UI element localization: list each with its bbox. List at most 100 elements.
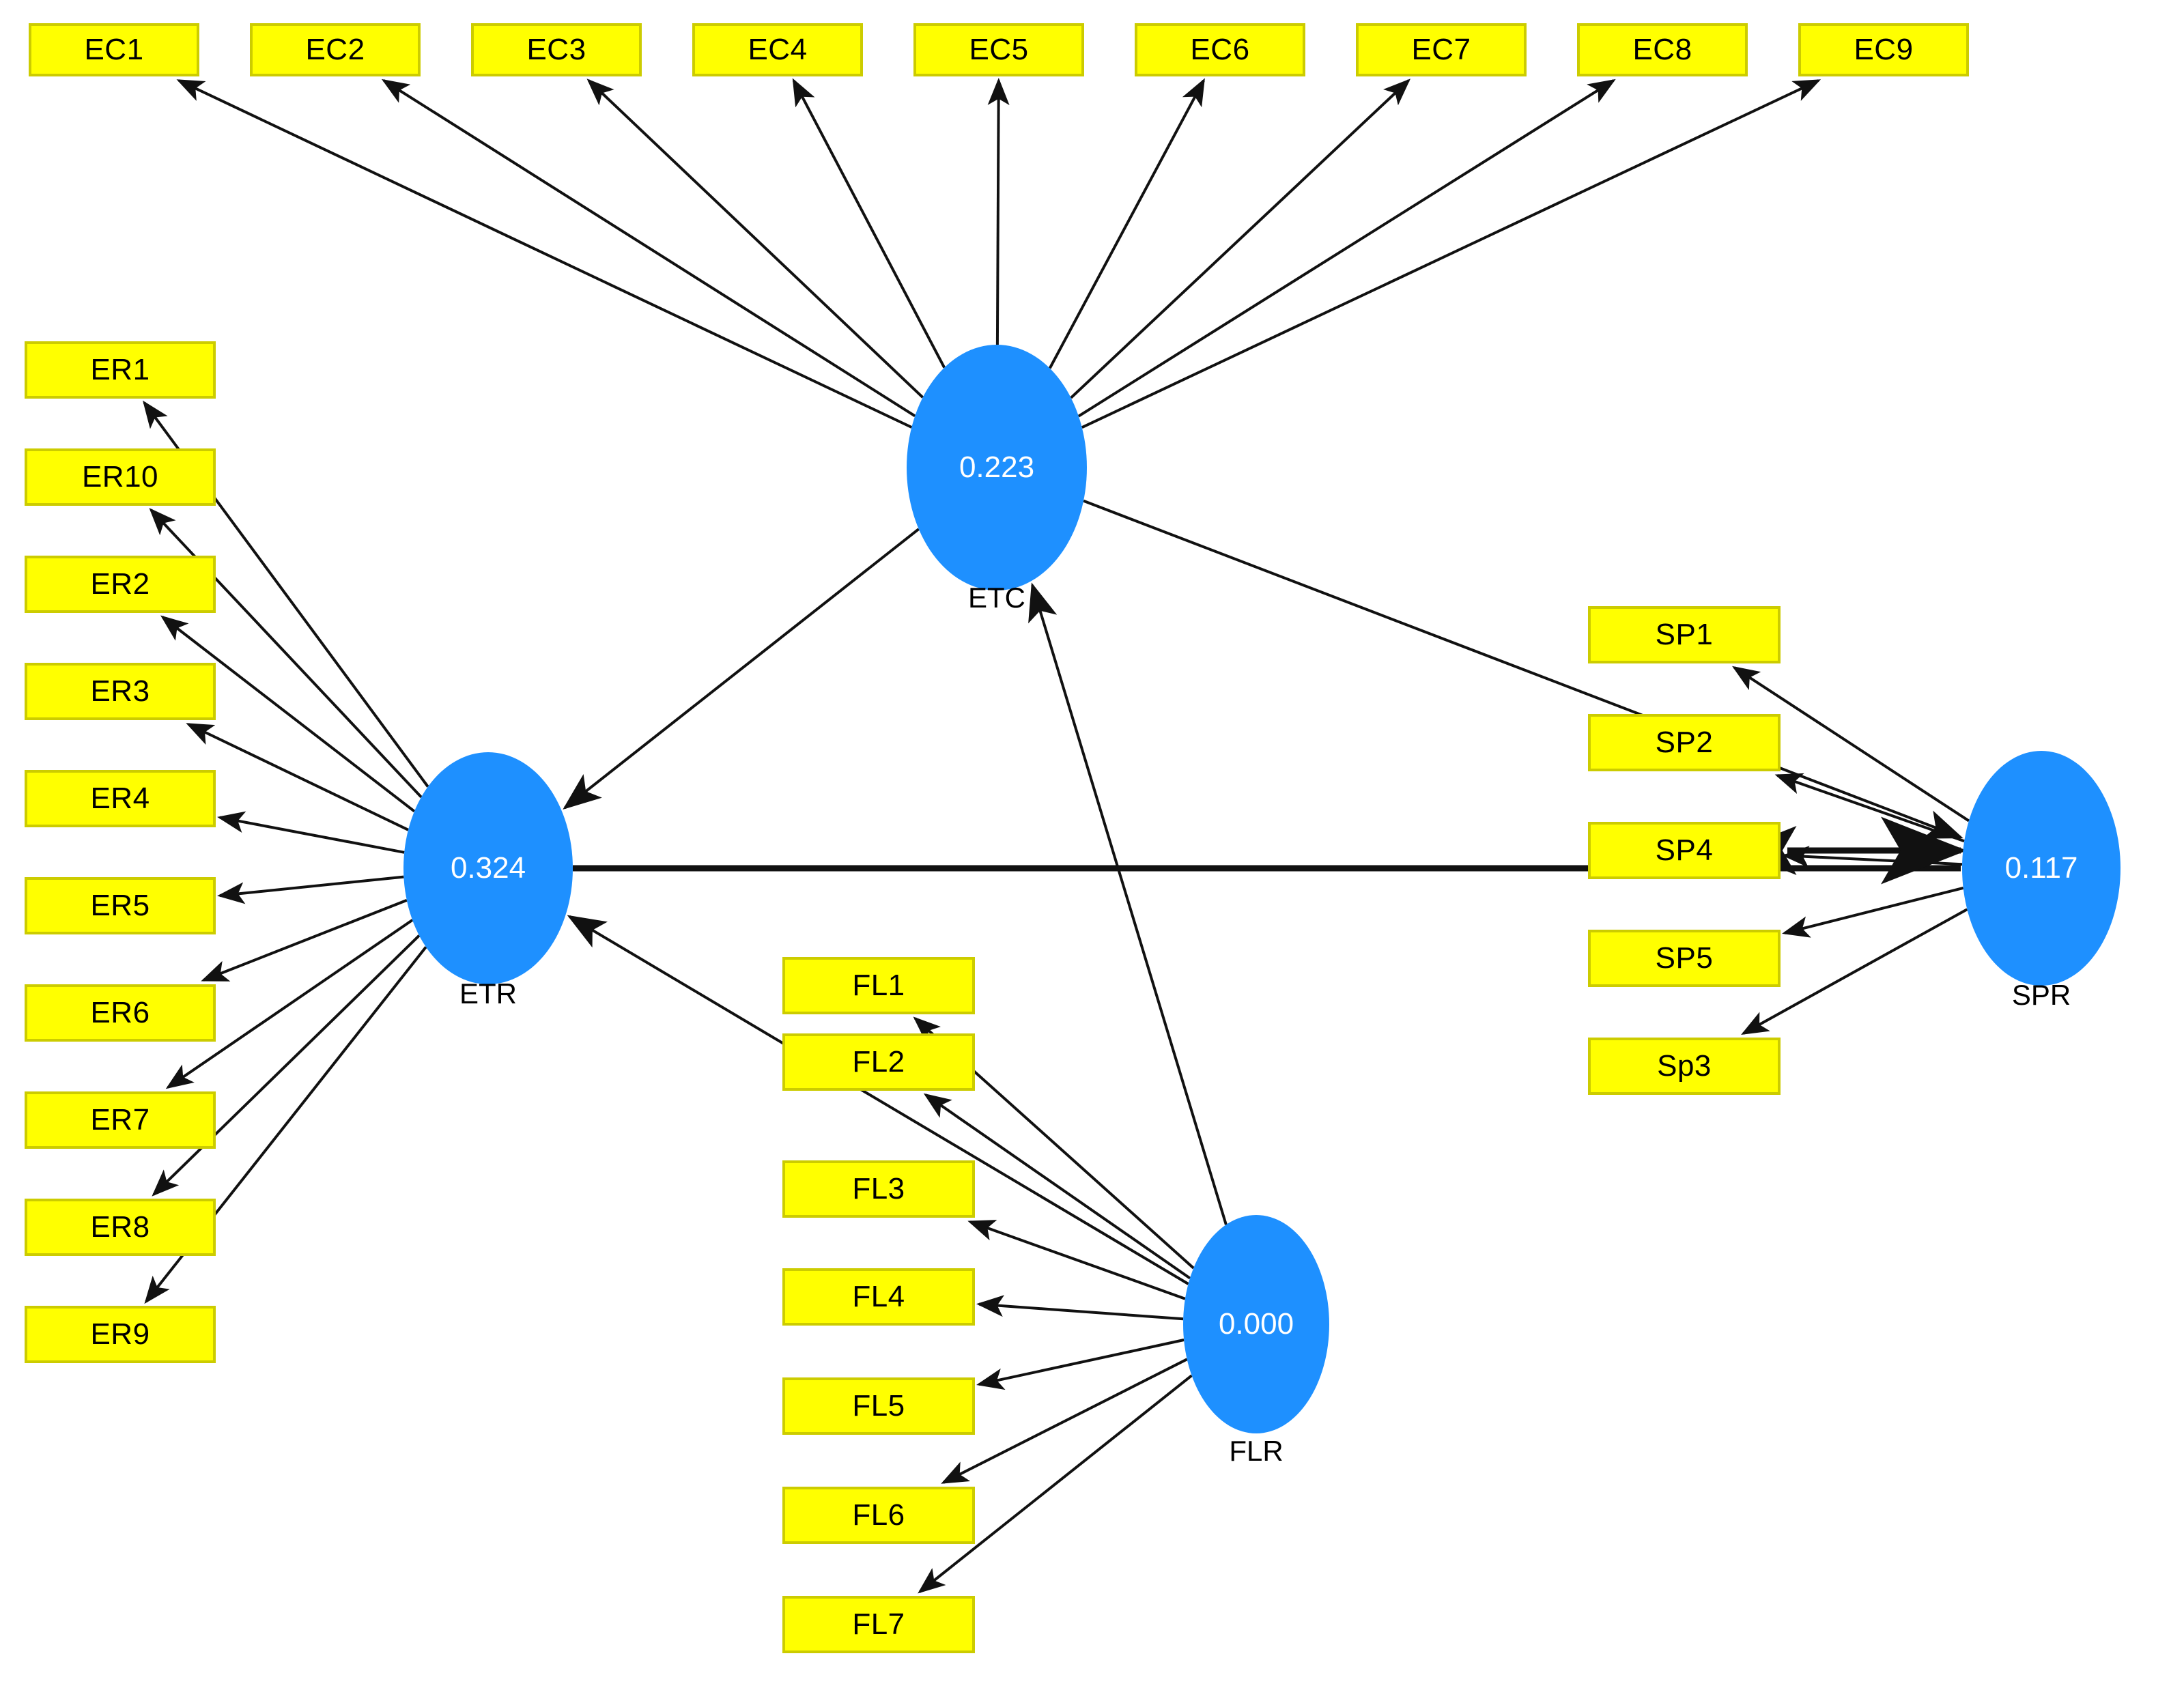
construct-node-etc[interactable]: 0.223 — [907, 345, 1087, 590]
indicator-box-ec9[interactable]: EC9 — [1798, 23, 1969, 76]
measurement-edge-flr-to-fl5 — [976, 1339, 1185, 1390]
indicator-box-fl6[interactable]: FL6 — [782, 1487, 975, 1544]
measurement-edge-spr-to-sp5 — [1782, 886, 1964, 938]
measurement-edge-flr-to-fl6 — [941, 1358, 1188, 1484]
measurement-edge-etc-to-ec3 — [586, 78, 924, 399]
indicator-label: FL7 — [852, 1607, 905, 1641]
measurement-edge-etr-to-er10 — [149, 508, 423, 799]
indicator-label: FL5 — [852, 1389, 905, 1423]
indicator-box-sp2[interactable]: SP2 — [1588, 714, 1781, 771]
indicator-box-fl5[interactable]: FL5 — [782, 1377, 975, 1435]
measurement-edge-etc-to-ec6 — [1048, 78, 1205, 369]
indicator-box-sp1[interactable]: SP1 — [1588, 606, 1781, 663]
indicator-box-fl3[interactable]: FL3 — [782, 1160, 975, 1218]
indicator-box-er5[interactable]: ER5 — [25, 877, 216, 934]
measurement-edge-etc-to-ec8 — [1077, 78, 1616, 418]
indicator-label: ER1 — [90, 353, 150, 386]
indicator-label: EC1 — [84, 33, 144, 66]
indicator-box-er1[interactable]: ER1 — [25, 341, 216, 399]
measurement-edge-etr-to-er8 — [152, 934, 421, 1197]
measurement-edge-flr-to-fl7 — [918, 1374, 1193, 1594]
measurement-edge-spr-to-sp2 — [1774, 773, 1965, 843]
measurement-edge-etr-to-er7 — [165, 919, 414, 1089]
indicator-label: ER3 — [90, 674, 150, 708]
indicator-label: SP5 — [1655, 941, 1714, 975]
indicator-box-er8[interactable]: ER8 — [25, 1199, 216, 1256]
measurement-edge-etr-to-er5 — [217, 875, 404, 904]
indicator-label: SP4 — [1655, 833, 1714, 867]
indicator-box-sp3[interactable]: Sp3 — [1588, 1038, 1781, 1095]
indicator-box-ec3[interactable]: EC3 — [471, 23, 642, 76]
indicator-box-fl1[interactable]: FL1 — [782, 957, 975, 1014]
indicator-label: ER4 — [90, 782, 150, 815]
indicator-box-ec4[interactable]: EC4 — [692, 23, 863, 76]
indicator-label: ER6 — [90, 996, 150, 1029]
construct-node-etr[interactable]: 0.324 — [403, 752, 573, 984]
measurement-edge-flr-to-fl4 — [976, 1295, 1184, 1321]
indicator-box-fl2[interactable]: FL2 — [782, 1033, 975, 1091]
indicator-label: EC3 — [526, 33, 586, 66]
measurement-edge-etc-to-ec5 — [987, 78, 1010, 345]
indicator-label: EC4 — [748, 33, 808, 66]
indicator-box-er7[interactable]: ER7 — [25, 1091, 216, 1149]
indicator-label: Sp3 — [1657, 1049, 1712, 1083]
indicator-label: EC8 — [1632, 33, 1692, 66]
indicator-box-ec6[interactable]: EC6 — [1135, 23, 1305, 76]
measurement-edge-etc-to-ec4 — [792, 78, 946, 369]
indicator-label: ER2 — [90, 567, 150, 601]
construct-value: 0.000 — [1218, 1307, 1294, 1341]
construct-label-etc: ETC — [968, 582, 1025, 614]
construct-node-flr[interactable]: 0.000 — [1183, 1215, 1329, 1433]
measurement-edge-spr-to-sp1 — [1732, 666, 1970, 823]
construct-node-spr[interactable]: 0.117 — [1962, 751, 2121, 986]
indicator-box-fl7[interactable]: FL7 — [782, 1596, 975, 1653]
indicator-label: ER7 — [90, 1103, 150, 1137]
indicator-label: EC9 — [1854, 33, 1914, 66]
indicator-label: EC6 — [1190, 33, 1250, 66]
measurement-edge-flr-to-fl2 — [923, 1093, 1191, 1280]
indicator-box-er3[interactable]: ER3 — [25, 663, 216, 720]
measurement-edge-etr-to-er3 — [186, 723, 409, 831]
measurement-edge-etr-to-er4 — [217, 811, 405, 854]
construct-label-flr: FLR — [1229, 1435, 1284, 1467]
indicator-box-ec7[interactable]: EC7 — [1356, 23, 1527, 76]
indicator-label: FL2 — [852, 1045, 905, 1078]
indicator-box-er6[interactable]: ER6 — [25, 984, 216, 1042]
indicator-label: ER5 — [90, 889, 150, 922]
indicator-box-fl4[interactable]: FL4 — [782, 1268, 975, 1326]
indicator-label: ER8 — [90, 1210, 150, 1244]
measurement-edge-spr-to-sp3 — [1741, 908, 1968, 1035]
indicator-label: SP1 — [1655, 618, 1714, 651]
structural-path-etc-to-spr — [1083, 499, 1963, 839]
indicator-box-sp5[interactable]: SP5 — [1588, 930, 1781, 987]
indicator-label: FL6 — [852, 1498, 905, 1532]
indicator-label: ER10 — [81, 460, 159, 494]
indicator-box-ec5[interactable]: EC5 — [913, 23, 1084, 76]
measurement-edge-etc-to-ec2 — [381, 78, 916, 418]
measurement-edge-etc-to-ec7 — [1070, 78, 1411, 399]
structural-path-etc-to-etr — [563, 528, 920, 810]
measurement-edge-etr-to-er6 — [201, 899, 408, 982]
indicator-label: EC2 — [305, 33, 365, 66]
measurement-edge-etc-to-ec1 — [176, 79, 913, 429]
structural-path-flr-to-etr — [567, 915, 1189, 1285]
indicator-box-er10[interactable]: ER10 — [25, 448, 216, 506]
indicator-box-er2[interactable]: ER2 — [25, 556, 216, 613]
indicator-box-er9[interactable]: ER9 — [25, 1306, 216, 1363]
indicator-label: EC7 — [1411, 33, 1471, 66]
indicator-box-sp4[interactable]: SP4 — [1588, 822, 1781, 879]
construct-value: 0.324 — [450, 851, 526, 885]
indicator-label: ER9 — [90, 1317, 150, 1351]
indicator-box-ec1[interactable]: EC1 — [29, 23, 199, 76]
indicator-box-ec2[interactable]: EC2 — [250, 23, 421, 76]
construct-label-etr: ETR — [459, 977, 517, 1010]
construct-value: 0.117 — [2004, 851, 2078, 885]
indicator-label: FL3 — [852, 1172, 905, 1205]
structural-path-flr-to-etc — [1028, 582, 1228, 1225]
construct-label-spr: SPR — [2011, 979, 2071, 1011]
indicator-label: EC5 — [969, 33, 1029, 66]
indicator-box-ec8[interactable]: EC8 — [1577, 23, 1748, 76]
indicator-box-er4[interactable]: ER4 — [25, 770, 216, 827]
